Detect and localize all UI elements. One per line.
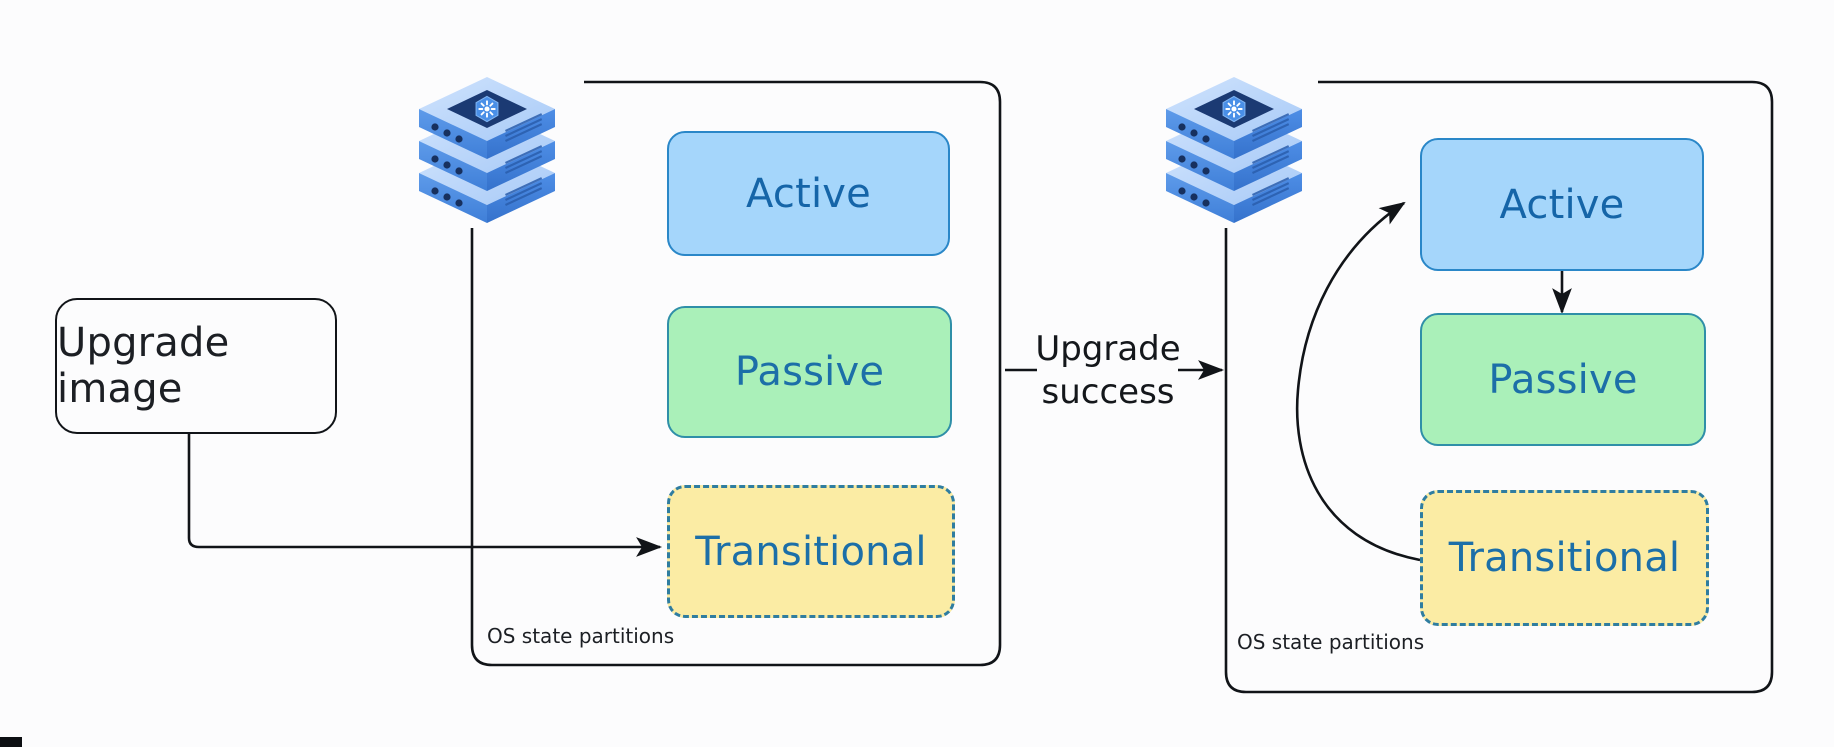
- transition-label: Upgrade success: [1022, 328, 1194, 414]
- kubernetes-server-stack-icon-right: [1160, 55, 1308, 230]
- upgrade-image-node[interactable]: Upgrade image: [55, 298, 337, 434]
- right-partition-active-label: Active: [1499, 181, 1625, 228]
- kubernetes-server-stack-icon: [413, 55, 561, 230]
- upgrade-image-label: Upgrade image: [57, 320, 230, 412]
- left-partition-active[interactable]: Active: [667, 131, 950, 256]
- left-partition-transitional-label: Transitional: [695, 528, 927, 575]
- right-partition-transitional[interactable]: Transitional: [1420, 490, 1709, 626]
- edge-transitional-to-active: [1295, 201, 1421, 562]
- right-partition-passive[interactable]: Passive: [1420, 313, 1706, 446]
- right-partition-transitional-label: Transitional: [1448, 535, 1681, 581]
- left-partition-passive[interactable]: Passive: [667, 306, 952, 438]
- edge-upgrade-image-to-transitional: [187, 434, 663, 557]
- kubernetes-logo-icon-right: [1222, 95, 1246, 123]
- right-partition-passive-label: Passive: [1488, 356, 1638, 403]
- left-partition-active-label: Active: [746, 170, 871, 217]
- transition-label-line1: Upgrade: [1035, 329, 1181, 369]
- bottom-left-artifact: [0, 737, 22, 747]
- right-group-caption: OS state partitions: [1237, 630, 1425, 654]
- left-group-caption: OS state partitions: [487, 624, 675, 648]
- kubernetes-logo-icon: [475, 95, 499, 123]
- left-partition-transitional[interactable]: Transitional: [667, 485, 955, 618]
- left-partition-passive-label: Passive: [734, 349, 885, 395]
- right-partition-active[interactable]: Active: [1420, 138, 1704, 271]
- transition-label-line2: success: [1041, 371, 1175, 412]
